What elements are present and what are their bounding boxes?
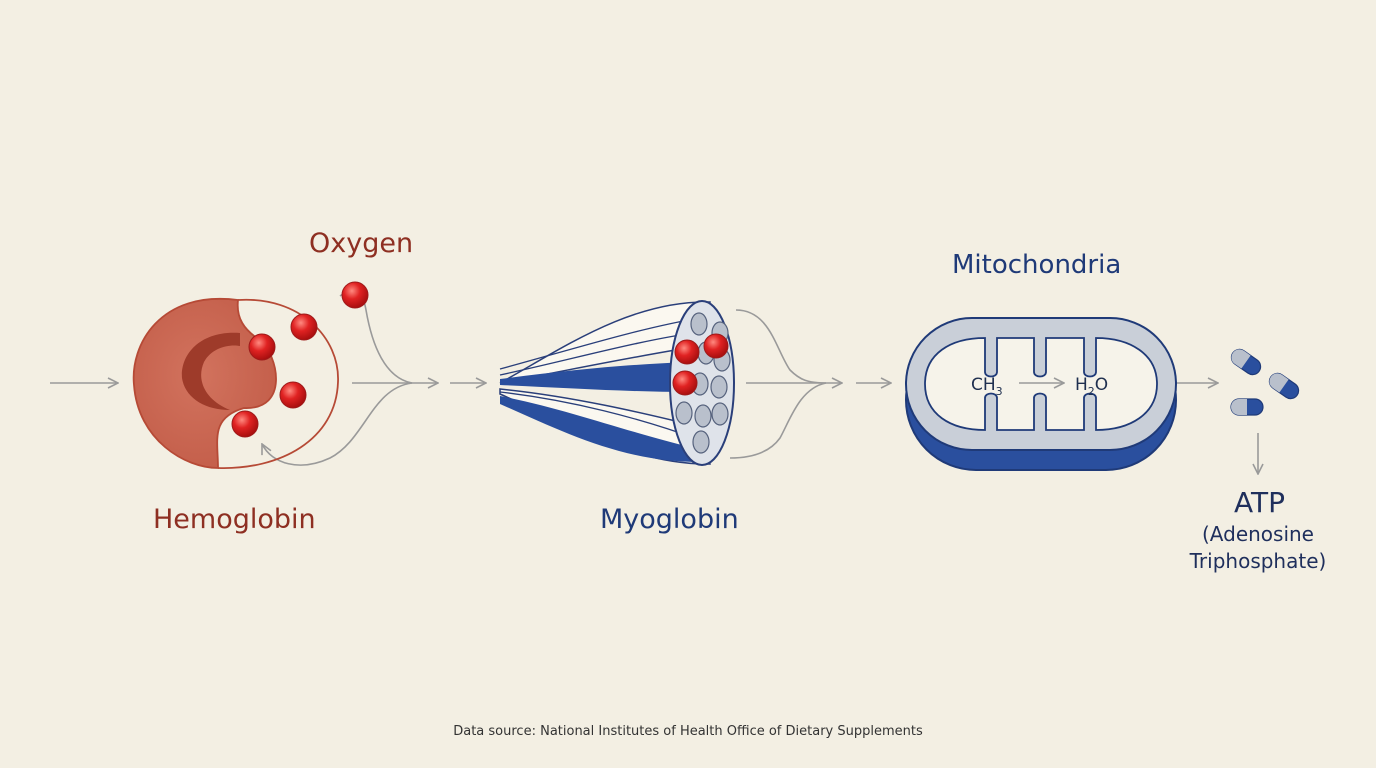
oxygen-molecule-icon	[674, 339, 700, 365]
reactant-formula: CH3	[971, 375, 1003, 398]
atp-capsule-icon	[1268, 372, 1300, 400]
data-source-note: Data source: National Institutes of Heal…	[453, 724, 923, 739]
oxygen-molecule-icon	[279, 381, 307, 409]
hemoglobin-oxygen-molecules	[231, 281, 369, 438]
hemoglobin-cell	[132, 297, 339, 469]
atp-capsule-icon	[1230, 398, 1264, 416]
mitochondria-organelle: CH3 H2O	[905, 317, 1177, 471]
oxygen-molecule-icon	[703, 333, 729, 359]
myoglobin-label: Myoglobin	[600, 504, 739, 535]
myoglobin-return-curve	[729, 382, 827, 459]
oxygen-molecule-icon	[672, 370, 698, 396]
oxygen-molecule-icon	[231, 410, 259, 438]
atp-label: ATP	[1234, 486, 1285, 519]
myoglobin-outflow-curve	[735, 309, 827, 384]
mitochondria-label: Mitochondria	[952, 250, 1122, 280]
atp-full-name: (Adenosine Triphosphate)	[1189, 522, 1327, 573]
myoglobin-oxygen-molecules	[672, 333, 729, 396]
atp-molecules	[1230, 348, 1300, 416]
oxygen-molecule-icon	[248, 333, 276, 361]
hemoglobin-label: Hemoglobin	[153, 504, 316, 535]
oxygen-molecule-icon	[290, 313, 318, 341]
product-formula: H2O	[1075, 375, 1108, 398]
atp-capsule-icon	[1230, 348, 1262, 376]
myoglobin-fiber	[499, 300, 735, 466]
oxygen-molecule-icon	[341, 281, 369, 309]
oxygen-label: Oxygen	[309, 228, 414, 259]
